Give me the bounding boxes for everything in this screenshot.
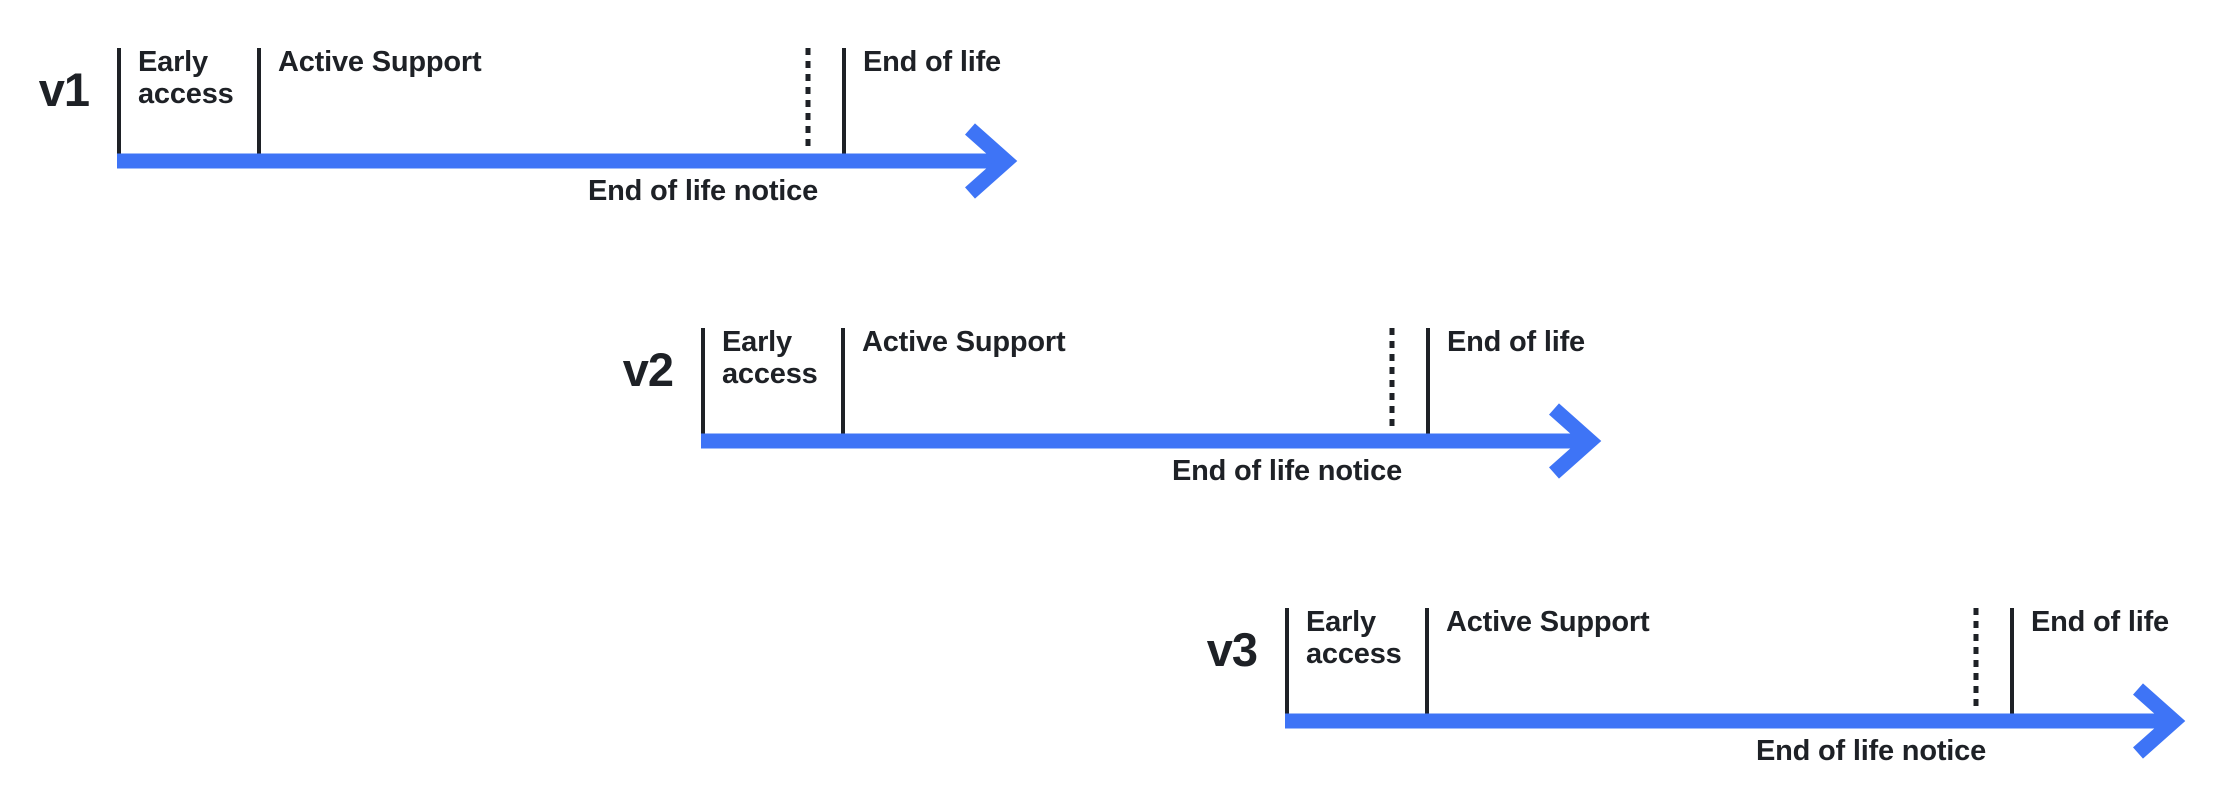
active-support-label: Active Support bbox=[278, 46, 482, 78]
timeline-v3: v3 Early access Active Support End of li… bbox=[1168, 560, 2228, 792]
timeline-v1-graphic bbox=[117, 48, 1018, 199]
timeline-arrowhead-icon bbox=[2133, 683, 2186, 759]
early-access-label: Early access bbox=[1306, 606, 1402, 670]
end-of-life-label: End of life bbox=[1447, 326, 1585, 358]
end-of-life-label: End of life bbox=[863, 46, 1001, 78]
active-support-label: Active Support bbox=[1446, 606, 1650, 638]
early-access-label: Early access bbox=[138, 46, 234, 110]
version-label: v3 bbox=[1206, 623, 1258, 676]
end-of-life-notice-label: End of life notice bbox=[1755, 735, 1986, 767]
timeline-v2: v2 Early access Active Support End of li… bbox=[584, 280, 1644, 512]
end-of-life-label: End of life bbox=[2031, 606, 2169, 638]
timeline-arrowhead-icon bbox=[1549, 403, 1602, 479]
version-label: v1 bbox=[38, 63, 90, 116]
timeline-arrowhead-icon bbox=[965, 123, 1018, 199]
version-label: v2 bbox=[622, 343, 674, 396]
end-of-life-notice-label: End of life notice bbox=[587, 175, 818, 207]
early-access-label: Early access bbox=[722, 326, 818, 390]
timeline-v1: v1 Early access Active Support End of li… bbox=[0, 0, 1060, 232]
timeline-v2-graphic bbox=[701, 328, 1602, 479]
end-of-life-notice-label: End of life notice bbox=[1171, 455, 1402, 487]
active-support-label: Active Support bbox=[862, 326, 1066, 358]
timeline-v3-graphic bbox=[1285, 608, 2186, 759]
